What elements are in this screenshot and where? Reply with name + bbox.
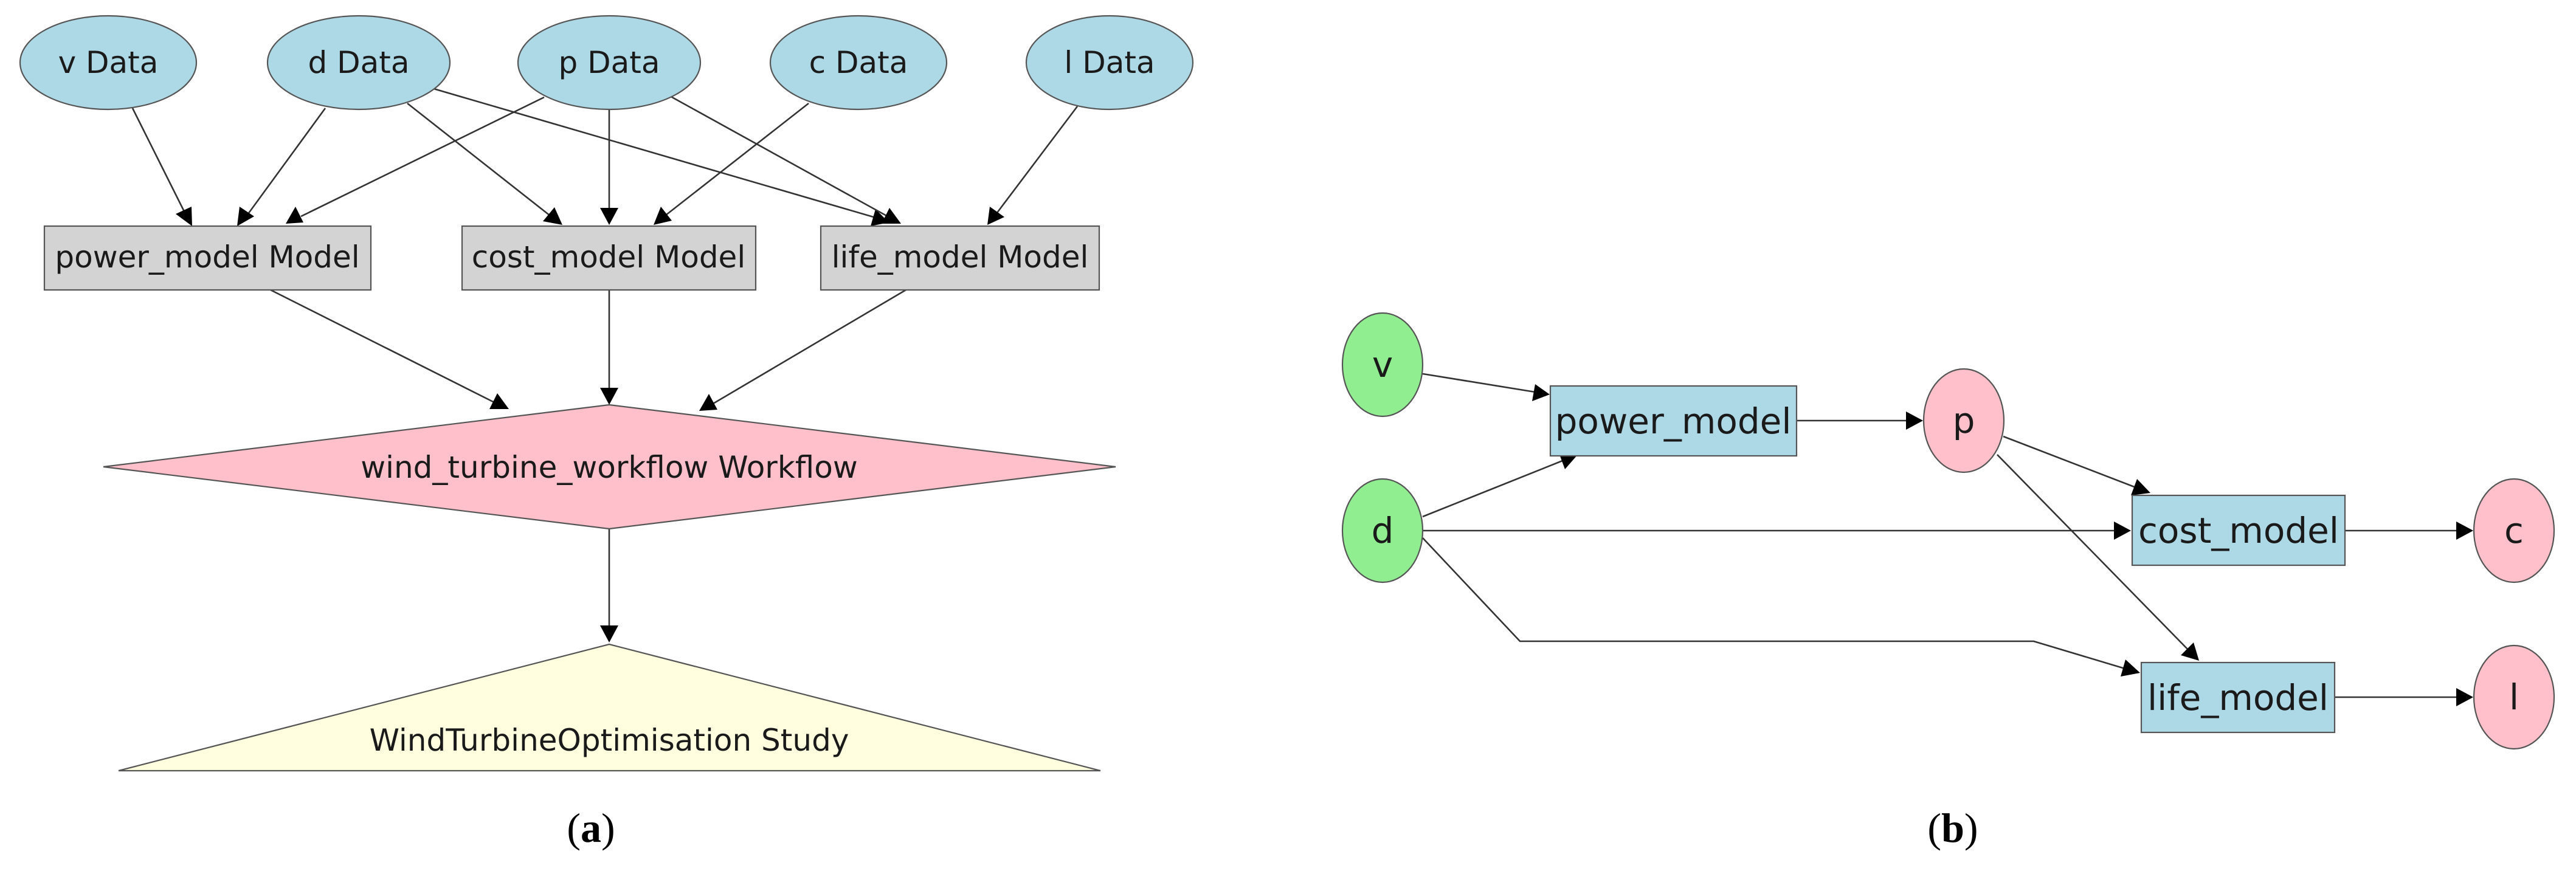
edge-arrowhead: [2456, 688, 2473, 706]
edge-arrowhead: [2456, 522, 2473, 540]
edge-arrowhead: [1559, 453, 1578, 469]
model-node-power-b[interactable]: power_model: [1549, 385, 1798, 457]
data-node-label: d Data: [308, 45, 409, 80]
panel-a-edges: [131, 87, 1079, 642]
workflow-node-label: wind_turbine_workflow Workflow: [361, 450, 858, 485]
input-node-d[interactable]: d: [1341, 478, 1424, 584]
study-node[interactable]: WindTurbineOptimisation Study: [118, 643, 1101, 772]
edge-d-to-cost: [407, 102, 551, 217]
study-node-label: WindTurbineOptimisation Study: [370, 723, 849, 758]
edge-c-to-cost: [665, 102, 809, 216]
input-node-label: d: [1372, 510, 1394, 551]
panel-a: v Data d Data p Data c Data l Data power…: [19, 15, 1194, 851]
model-node-label: cost_model: [2138, 510, 2339, 551]
model-node-life[interactable]: life_model Model: [820, 225, 1100, 291]
edge-v-to-power-model: [1422, 373, 1536, 393]
caption-open-paren: (: [1927, 805, 1941, 851]
model-node-cost[interactable]: cost_model Model: [461, 225, 757, 291]
edge-arrowhead: [1906, 411, 1923, 430]
edge-arrowhead: [2114, 522, 2131, 540]
model-node-label: power_model: [1555, 401, 1792, 442]
edge-p-to-life: [668, 94, 888, 218]
edge-arrowhead: [2131, 479, 2150, 495]
workflow-node[interactable]: wind_turbine_workflow Workflow: [103, 404, 1116, 530]
data-node-label: p Data: [558, 45, 660, 80]
edge-arrowhead: [543, 207, 562, 225]
edge-l-to-life: [996, 106, 1079, 213]
panel-b: v d power_model cost_model life_model p …: [1341, 312, 2555, 851]
panel-b-edges: [1422, 373, 2473, 706]
model-node-label: life_model Model: [832, 239, 1089, 275]
edge-arrowhead: [600, 208, 618, 225]
edge-arrowhead: [882, 208, 901, 224]
caption-letter: b: [1941, 805, 1964, 851]
edge-arrowhead: [987, 207, 1004, 225]
input-node-v[interactable]: v: [1341, 312, 1424, 418]
output-node-p[interactable]: p: [1922, 368, 2005, 473]
edge-d-to-life: [431, 87, 876, 219]
model-node-label: life_model: [2147, 677, 2329, 718]
edge-d-to-power-model: [1422, 460, 1563, 518]
edge-life-to-workflow: [713, 289, 906, 405]
caption-close-paren: ): [1964, 805, 1978, 851]
panel-a-caption: (a): [567, 805, 615, 851]
edge-arrowhead: [1532, 384, 1550, 401]
edge-arrowhead: [699, 394, 717, 411]
data-node-d[interactable]: d Data: [266, 15, 451, 111]
edge-v-to-power: [131, 108, 188, 218]
edge-d-to-power: [247, 108, 326, 215]
edge-arrowhead: [654, 207, 672, 225]
data-node-v[interactable]: v Data: [19, 15, 198, 111]
edge-power-to-workflow: [270, 289, 495, 404]
edge-arrowhead: [286, 207, 303, 224]
input-node-label: v: [1372, 344, 1393, 385]
output-node-label: c: [2504, 510, 2524, 551]
caption-open-paren: (: [567, 805, 581, 851]
model-node-power[interactable]: power_model Model: [43, 225, 372, 291]
edge-d-to-life-model: [1422, 537, 2125, 670]
data-node-c[interactable]: c Data: [769, 15, 948, 111]
model-node-cost-b[interactable]: cost_model: [2131, 494, 2346, 566]
output-node-l[interactable]: l: [2473, 644, 2555, 750]
data-node-label: v Data: [58, 45, 159, 80]
output-node-label: p: [1953, 400, 1975, 441]
model-node-life-b[interactable]: life_model: [2140, 661, 2336, 734]
output-node-label: l: [2509, 676, 2519, 718]
edge-p-to-power: [300, 96, 545, 218]
data-node-label: c Data: [809, 45, 908, 80]
edge-arrowhead: [176, 207, 192, 226]
data-node-p[interactable]: p Data: [517, 15, 702, 111]
edge-arrowhead: [600, 388, 618, 405]
edge-p-to-life-model: [1997, 454, 2189, 651]
model-node-label: power_model Model: [55, 239, 359, 275]
caption-letter: a: [581, 805, 601, 851]
data-node-l[interactable]: l Data: [1025, 15, 1194, 111]
model-node-label: cost_model Model: [472, 239, 745, 275]
edge-arrowhead: [600, 625, 618, 642]
edge-arrowhead: [237, 207, 254, 226]
data-node-label: l Data: [1064, 45, 1155, 80]
edge-arrowhead: [2181, 642, 2199, 661]
edge-arrowhead: [2121, 659, 2140, 676]
panel-b-caption: (b): [1927, 805, 1978, 851]
caption-close-paren: ): [601, 805, 615, 851]
output-node-c[interactable]: c: [2473, 478, 2555, 584]
edge-p-to-cost-model: [2003, 435, 2136, 489]
edge-arrowhead: [489, 393, 509, 409]
